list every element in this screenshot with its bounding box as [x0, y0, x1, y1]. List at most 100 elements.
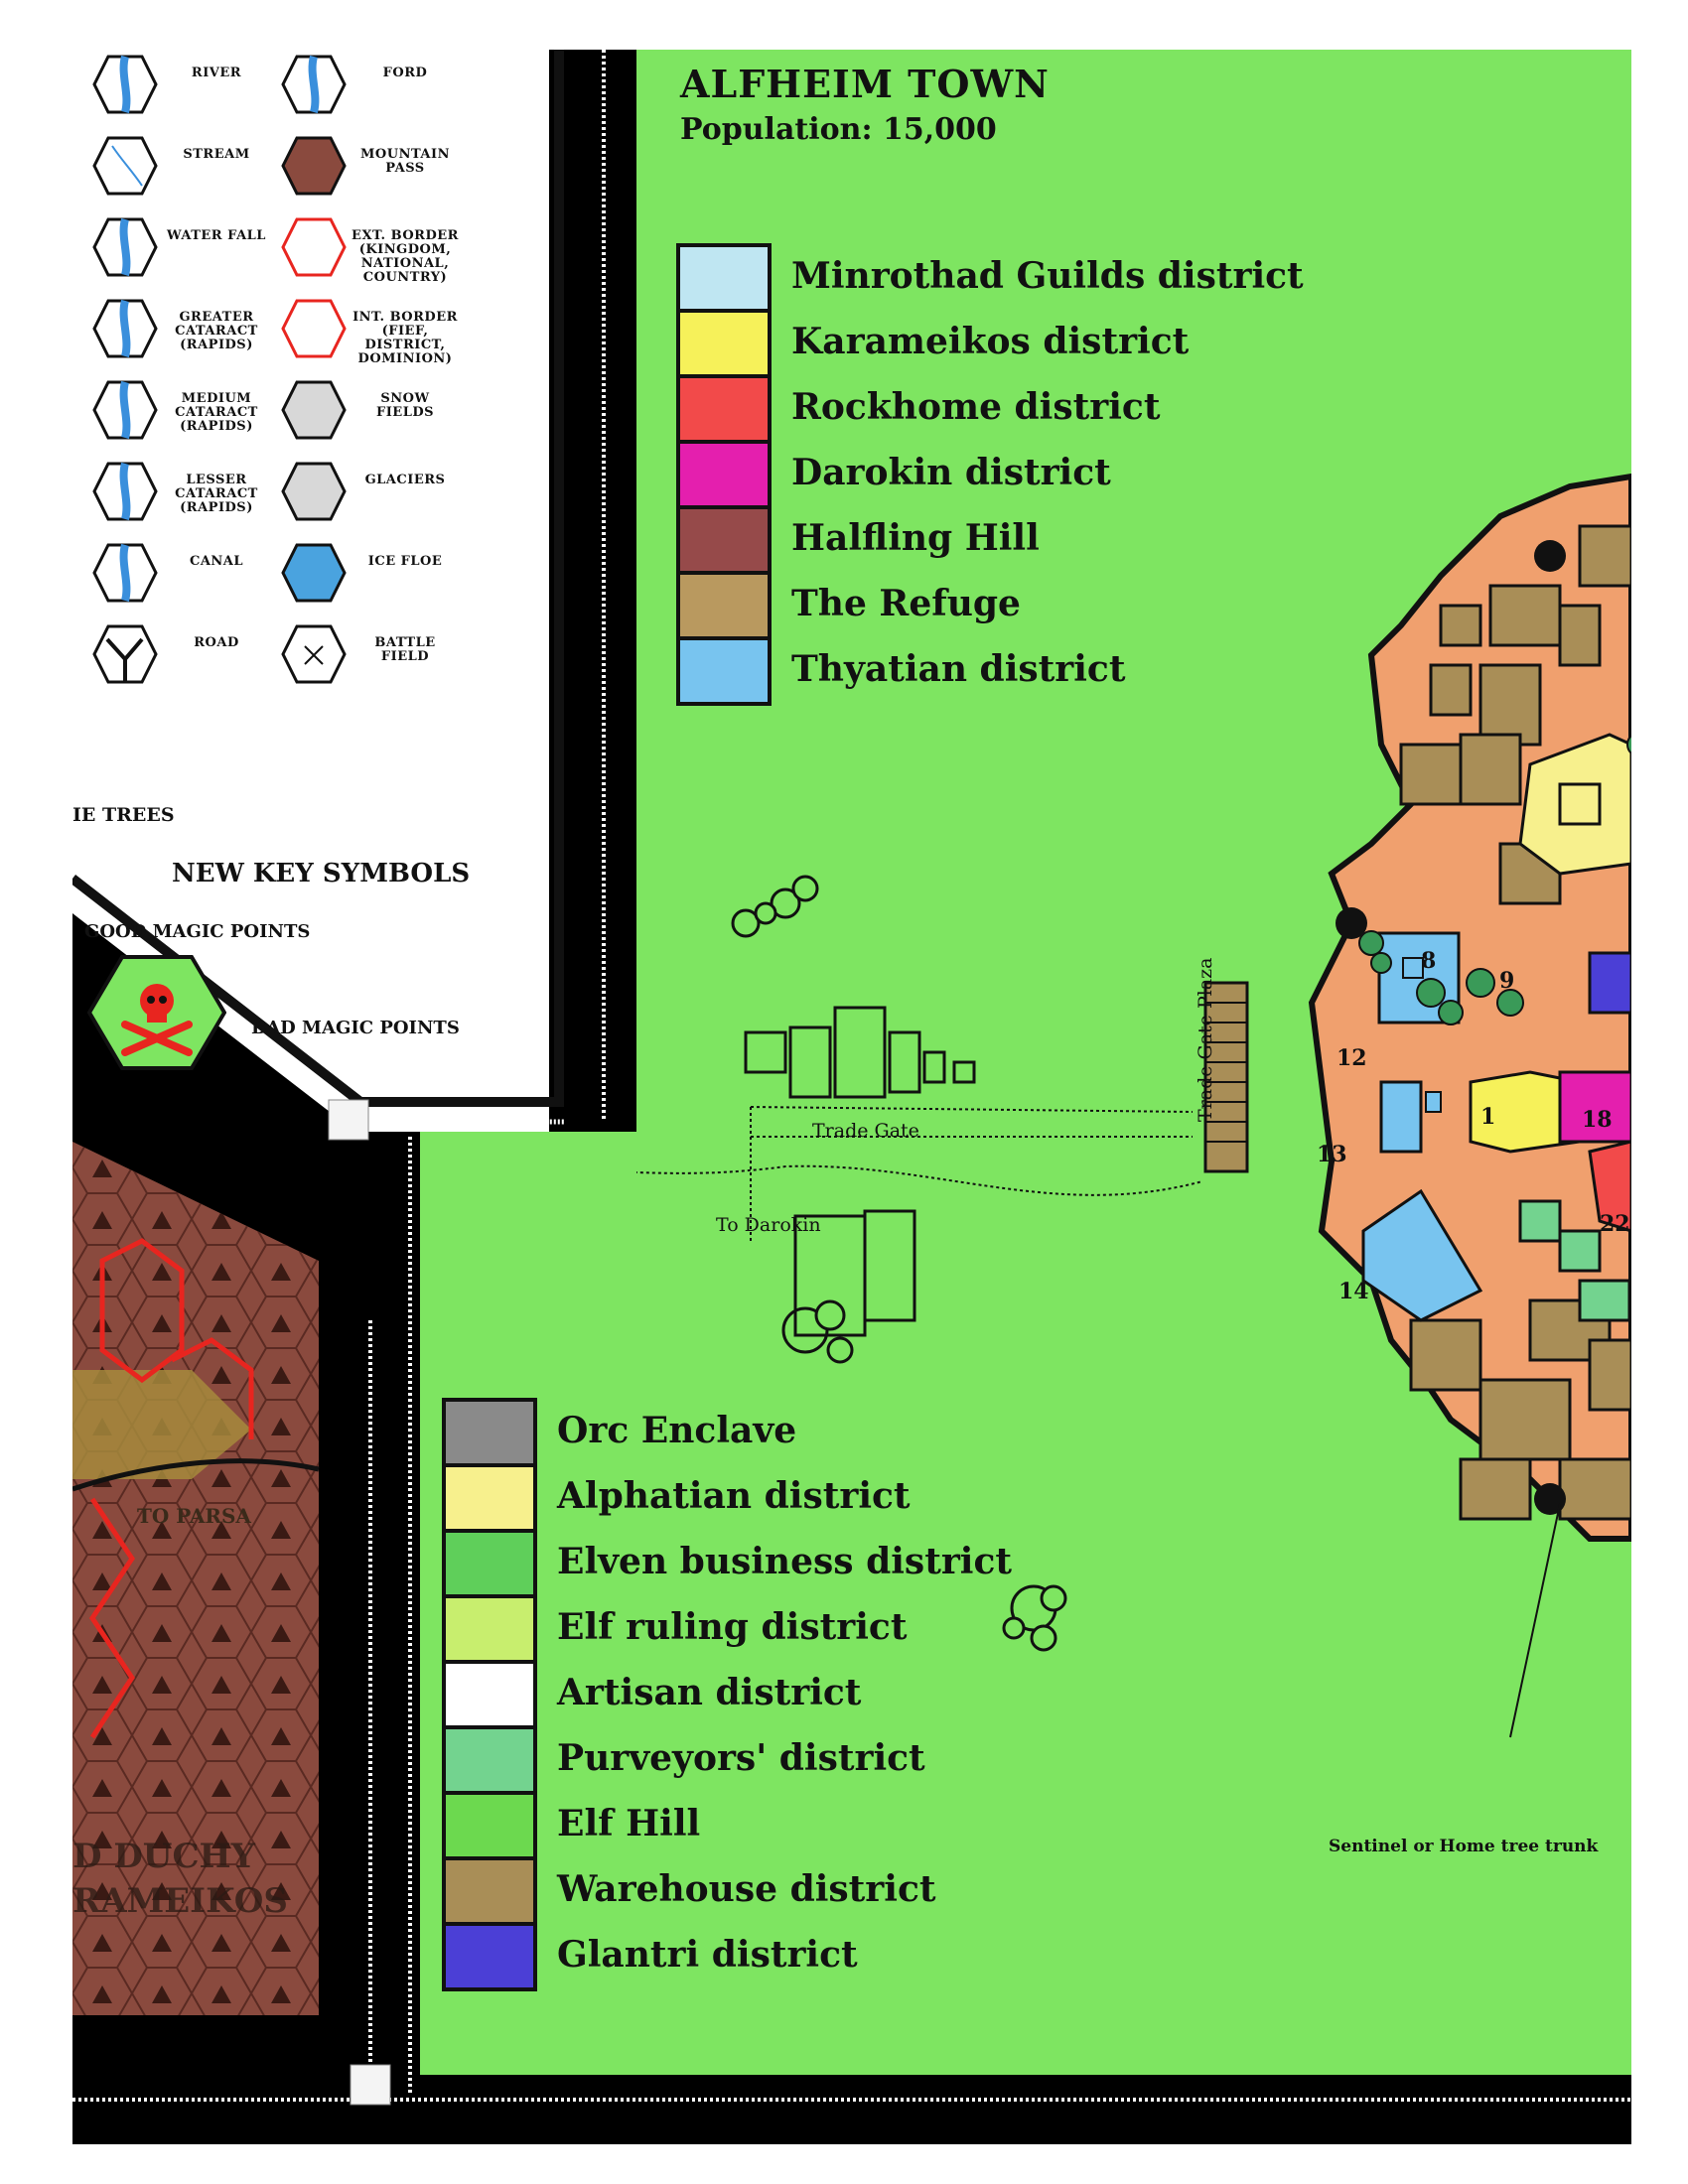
external-border-icon	[281, 217, 347, 277]
key-symbol-label: GLACIERS	[364, 473, 446, 487]
district-top-legend-item: Halfling Hill	[676, 505, 1371, 575]
to-darokin-label: To Darokin	[716, 1214, 821, 1236]
legend-label: Elf ruling district	[557, 1606, 908, 1648]
key-symbol-label: MOUNTAIN PASS	[360, 147, 450, 176]
trees-fragment-label: IE TREES	[72, 804, 175, 826]
key-symbol-label: ICE FLOE	[367, 554, 443, 569]
legend-label: The Refuge	[791, 583, 1021, 624]
new-key-symbols-title: NEW KEY SYMBOLS	[172, 859, 471, 888]
key-symbol-label: BATTLE FIELD	[374, 635, 436, 664]
legend-swatch	[676, 374, 772, 444]
key-symbol-label: GREATER CATARACT (RAPIDS)	[175, 310, 258, 352]
legend-swatch	[442, 1529, 537, 1598]
key-symbol-label: INT. BORDER (FIEF, DISTRICT, DOMINION)	[352, 310, 458, 366]
legend-swatch	[442, 1856, 537, 1926]
bad-magic-label: BAD MAGIC POINTS	[251, 1018, 460, 1038]
road-icon	[92, 624, 158, 684]
legend-swatch	[442, 1791, 537, 1860]
key-symbol-label: SNOW FIELDS	[375, 391, 435, 420]
legend-swatch	[442, 1463, 537, 1533]
district-bottom-legend-item: Elven business district	[442, 1529, 1137, 1598]
key-symbol-label: WATER FALL	[167, 228, 266, 243]
legend-label: Artisan district	[557, 1672, 862, 1713]
duchy-label-line1: D DUCHY	[72, 1837, 255, 1876]
internal-border-icon	[281, 299, 347, 358]
skull-crossbones-icon	[87, 955, 226, 1070]
greater-cataract-icon	[92, 299, 158, 358]
key-symbol-label: CANAL	[189, 554, 244, 569]
building-number-8: 8	[1421, 948, 1437, 974]
district-bottom-legend-item: Elf ruling district	[442, 1594, 1137, 1664]
snow-fields-icon	[281, 380, 347, 440]
key-symbol-label: LESSER CATARACT (RAPIDS)	[175, 473, 258, 515]
legend-label: Alphatian district	[557, 1475, 911, 1517]
building-number-18: 18	[1582, 1107, 1613, 1133]
key-symbol-label: MEDIUM CATARACT (RAPIDS)	[175, 391, 258, 434]
district-top-legend-item: The Refuge	[676, 571, 1371, 640]
key-symbol-label: RIVER	[191, 66, 242, 80]
district-bottom-legend-item: Warehouse district	[442, 1856, 1137, 1926]
building-number-9: 9	[1499, 968, 1515, 994]
waterfall-icon	[92, 217, 158, 277]
legend-label: Darokin district	[791, 452, 1111, 493]
legend-swatch	[442, 1398, 537, 1467]
key-symbol-label: FORD	[382, 66, 428, 80]
legend-label: Rockhome district	[791, 386, 1161, 428]
map-sheet: IE TREES NEW KEY SYMBOLS GOOD MAGIC POIN…	[72, 50, 1631, 2144]
district-top-legend-item: Thyatian district	[676, 636, 1371, 706]
district-bottom-legend-item: Alphatian district	[442, 1463, 1137, 1533]
legend-label: Thyatian district	[791, 648, 1126, 690]
building-number-22: 22	[1600, 1211, 1630, 1237]
lesser-cataract-icon	[92, 462, 158, 521]
duchy-hex-pattern	[72, 1142, 320, 2015]
legend-label: Glantri district	[557, 1934, 858, 1976]
to-parsa-label: TO PARSA	[137, 1504, 251, 1528]
legend-swatch	[442, 1660, 537, 1729]
district-bottom-legend-item: Artisan district	[442, 1660, 1137, 1729]
stream-icon	[92, 136, 158, 196]
building-number-14: 14	[1338, 1279, 1369, 1304]
district-top-legend-item: Karameikos district	[676, 309, 1371, 378]
good-magic-label: GOOD MAGIC POINTS	[84, 921, 311, 942]
canal-icon	[92, 543, 158, 603]
district-top-legend-item: Minrothad Guilds district	[676, 243, 1371, 313]
legend-label: Warehouse district	[557, 1868, 936, 1910]
legend-label: Elven business district	[557, 1541, 1013, 1582]
building-number-1: 1	[1480, 1104, 1496, 1130]
glaciers-icon	[281, 462, 347, 521]
legend-swatch	[676, 636, 772, 706]
ice-floe-icon	[281, 543, 347, 603]
legend-label: Elf Hill	[557, 1803, 701, 1844]
district-bottom-legend-item: Glantri district	[442, 1922, 1137, 1991]
medium-cataract-icon	[92, 380, 158, 440]
town-map	[636, 473, 1631, 1738]
legend-label: Halfling Hill	[791, 517, 1040, 559]
district-bottom-legend-item: Purveyors' district	[442, 1725, 1137, 1795]
trade-gate-plaza-label: Trade Gate Plaza	[1195, 957, 1216, 1122]
mountain-pass-icon	[281, 136, 347, 196]
key-symbol-label: EXT. BORDER (KINGDOM, NATIONAL, COUNTRY)	[352, 228, 459, 285]
ford-icon	[281, 55, 347, 114]
district-bottom-legend-item: Orc Enclave	[442, 1398, 1137, 1467]
legend-swatch	[442, 1594, 537, 1664]
legend-swatch	[442, 1725, 537, 1795]
river-icon	[92, 55, 158, 114]
key-symbol-label: ROAD	[194, 635, 239, 650]
frame-borders	[72, 50, 1631, 2106]
legend-label: Orc Enclave	[557, 1410, 797, 1451]
legend-label: Karameikos district	[791, 321, 1190, 362]
legend-swatch	[442, 1922, 537, 1991]
legend-label: Minrothad Guilds district	[791, 255, 1304, 297]
sentinel-label: Sentinel or Home tree trunk	[1329, 1837, 1599, 1856]
key-symbol-label: STREAM	[183, 147, 250, 162]
district-top-legend-item: Rockhome district	[676, 374, 1371, 444]
town-population: Population: 15,000	[680, 112, 997, 147]
duchy-label-line2: RAMEIKOS	[72, 1881, 288, 1921]
key-panel-frame	[72, 50, 564, 1125]
building-number-13: 13	[1317, 1142, 1347, 1167]
battle-field-icon	[281, 624, 347, 684]
trade-gate-label: Trade Gate	[812, 1120, 919, 1142]
building-number-12: 12	[1336, 1045, 1367, 1071]
